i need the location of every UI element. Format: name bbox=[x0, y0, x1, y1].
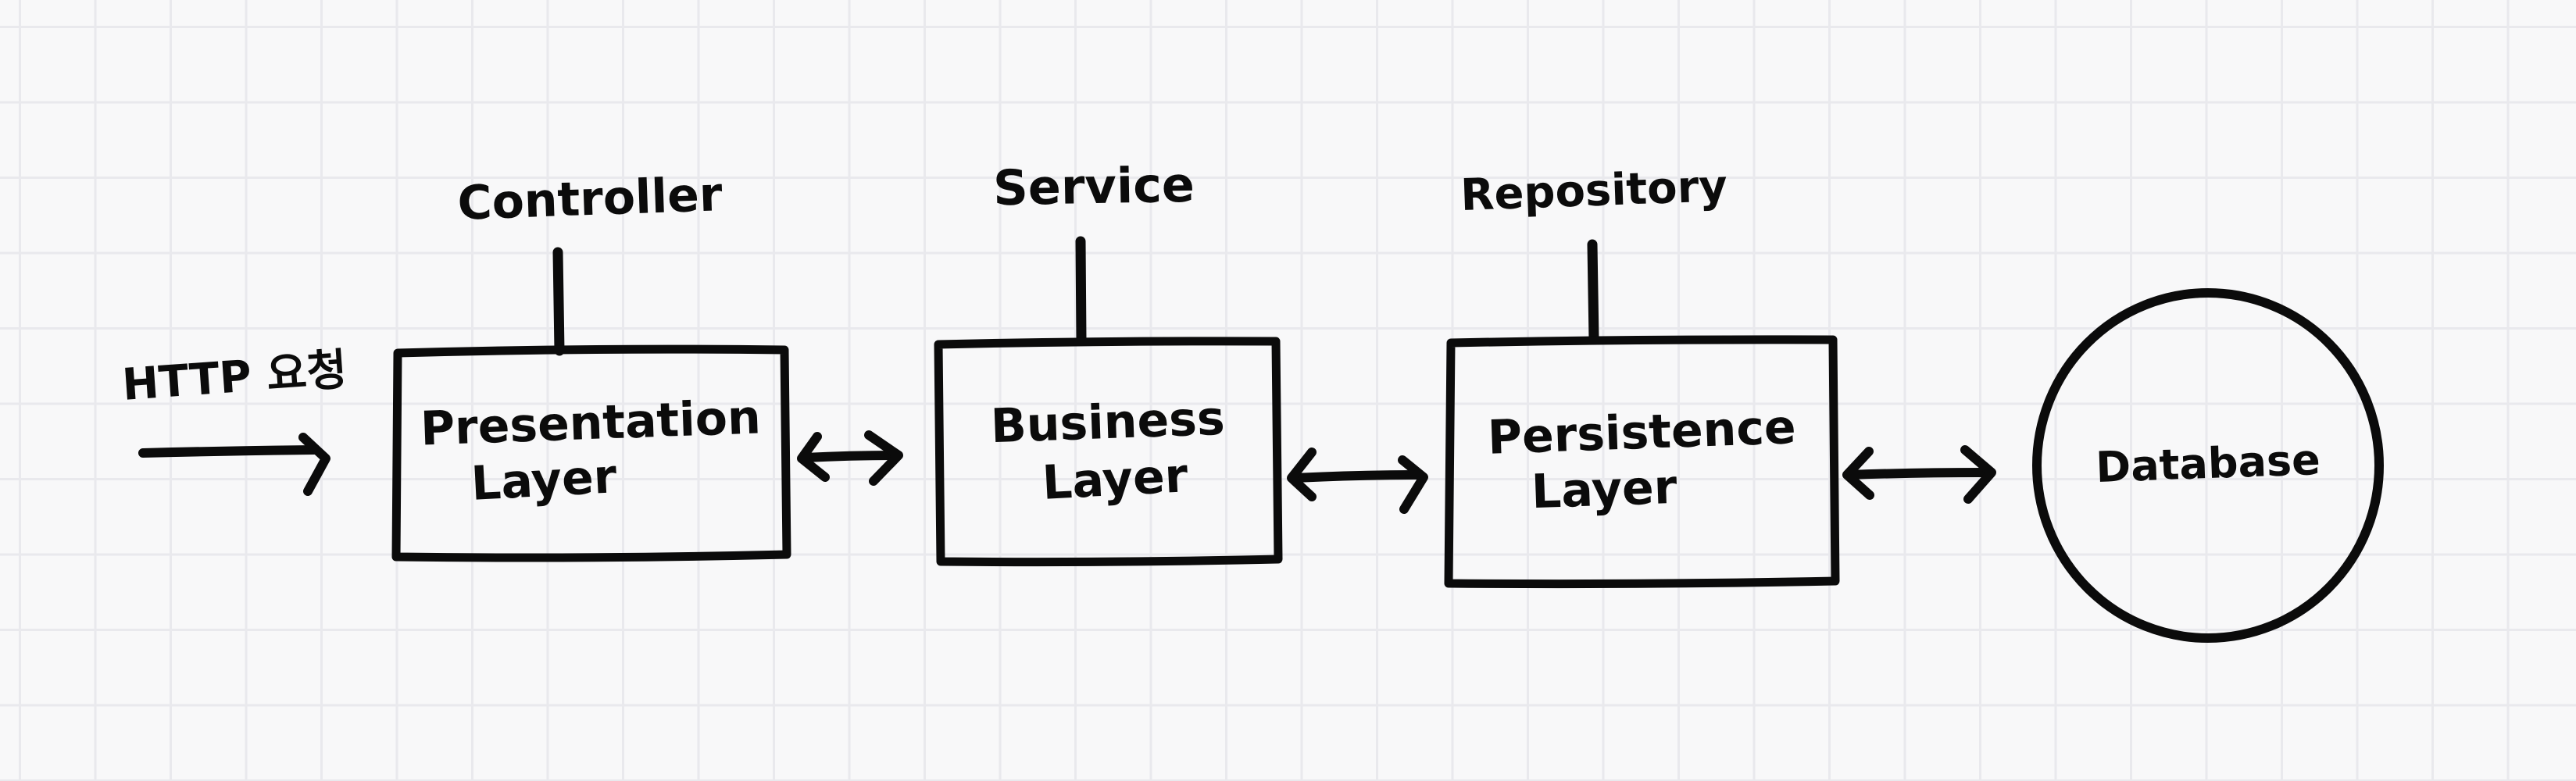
repository-connector-line bbox=[1587, 239, 1599, 344]
repository-annotation-label: Repository bbox=[1459, 161, 1728, 221]
business-layer-label: Business Layer bbox=[938, 341, 1277, 561]
presentation-layer-title: Presentation bbox=[420, 389, 762, 457]
http-arrow-head bbox=[298, 433, 330, 496]
service-annotation-label: Service bbox=[992, 155, 1195, 217]
http-request-arrow bbox=[138, 433, 330, 496]
presentation-layer-subtitle: Layer bbox=[470, 448, 618, 512]
controller-annotation-label: Controller bbox=[456, 167, 723, 231]
arrow-head-right bbox=[1398, 455, 1428, 514]
arrow-shaft bbox=[1845, 468, 1991, 480]
arrow-persistence-database bbox=[1842, 445, 1996, 504]
persistence-layer-label: Persistence Layer bbox=[1449, 340, 1835, 583]
arrow-head-left bbox=[1842, 447, 1874, 500]
business-layer-title: Business bbox=[989, 390, 1226, 454]
arrow-head-right bbox=[1960, 445, 1996, 504]
persistence-layer-subtitle: Layer bbox=[1531, 459, 1678, 519]
arrow-business-persistence bbox=[1287, 448, 1428, 514]
business-layer-subtitle: Layer bbox=[1041, 448, 1190, 511]
business-layer-box-outline bbox=[934, 337, 1283, 567]
arrow-shaft bbox=[800, 451, 900, 462]
arrow-head-left bbox=[797, 432, 830, 482]
arrow-head-left bbox=[1287, 448, 1317, 501]
http-arrow-shaft bbox=[138, 445, 319, 458]
arrow-shaft bbox=[1290, 470, 1421, 483]
persistence-layer-title: Persistence bbox=[1487, 399, 1797, 465]
persistence-layer-box-outline bbox=[1444, 335, 1840, 589]
presentation-layer-label: Presentation Layer bbox=[395, 348, 787, 555]
presentation-layer-box-outline bbox=[391, 344, 791, 562]
arrow-head-right bbox=[864, 430, 903, 486]
arrow-presentation-business bbox=[797, 430, 903, 486]
database-circle-outline bbox=[2032, 288, 2384, 643]
controller-connector-line bbox=[552, 247, 565, 356]
